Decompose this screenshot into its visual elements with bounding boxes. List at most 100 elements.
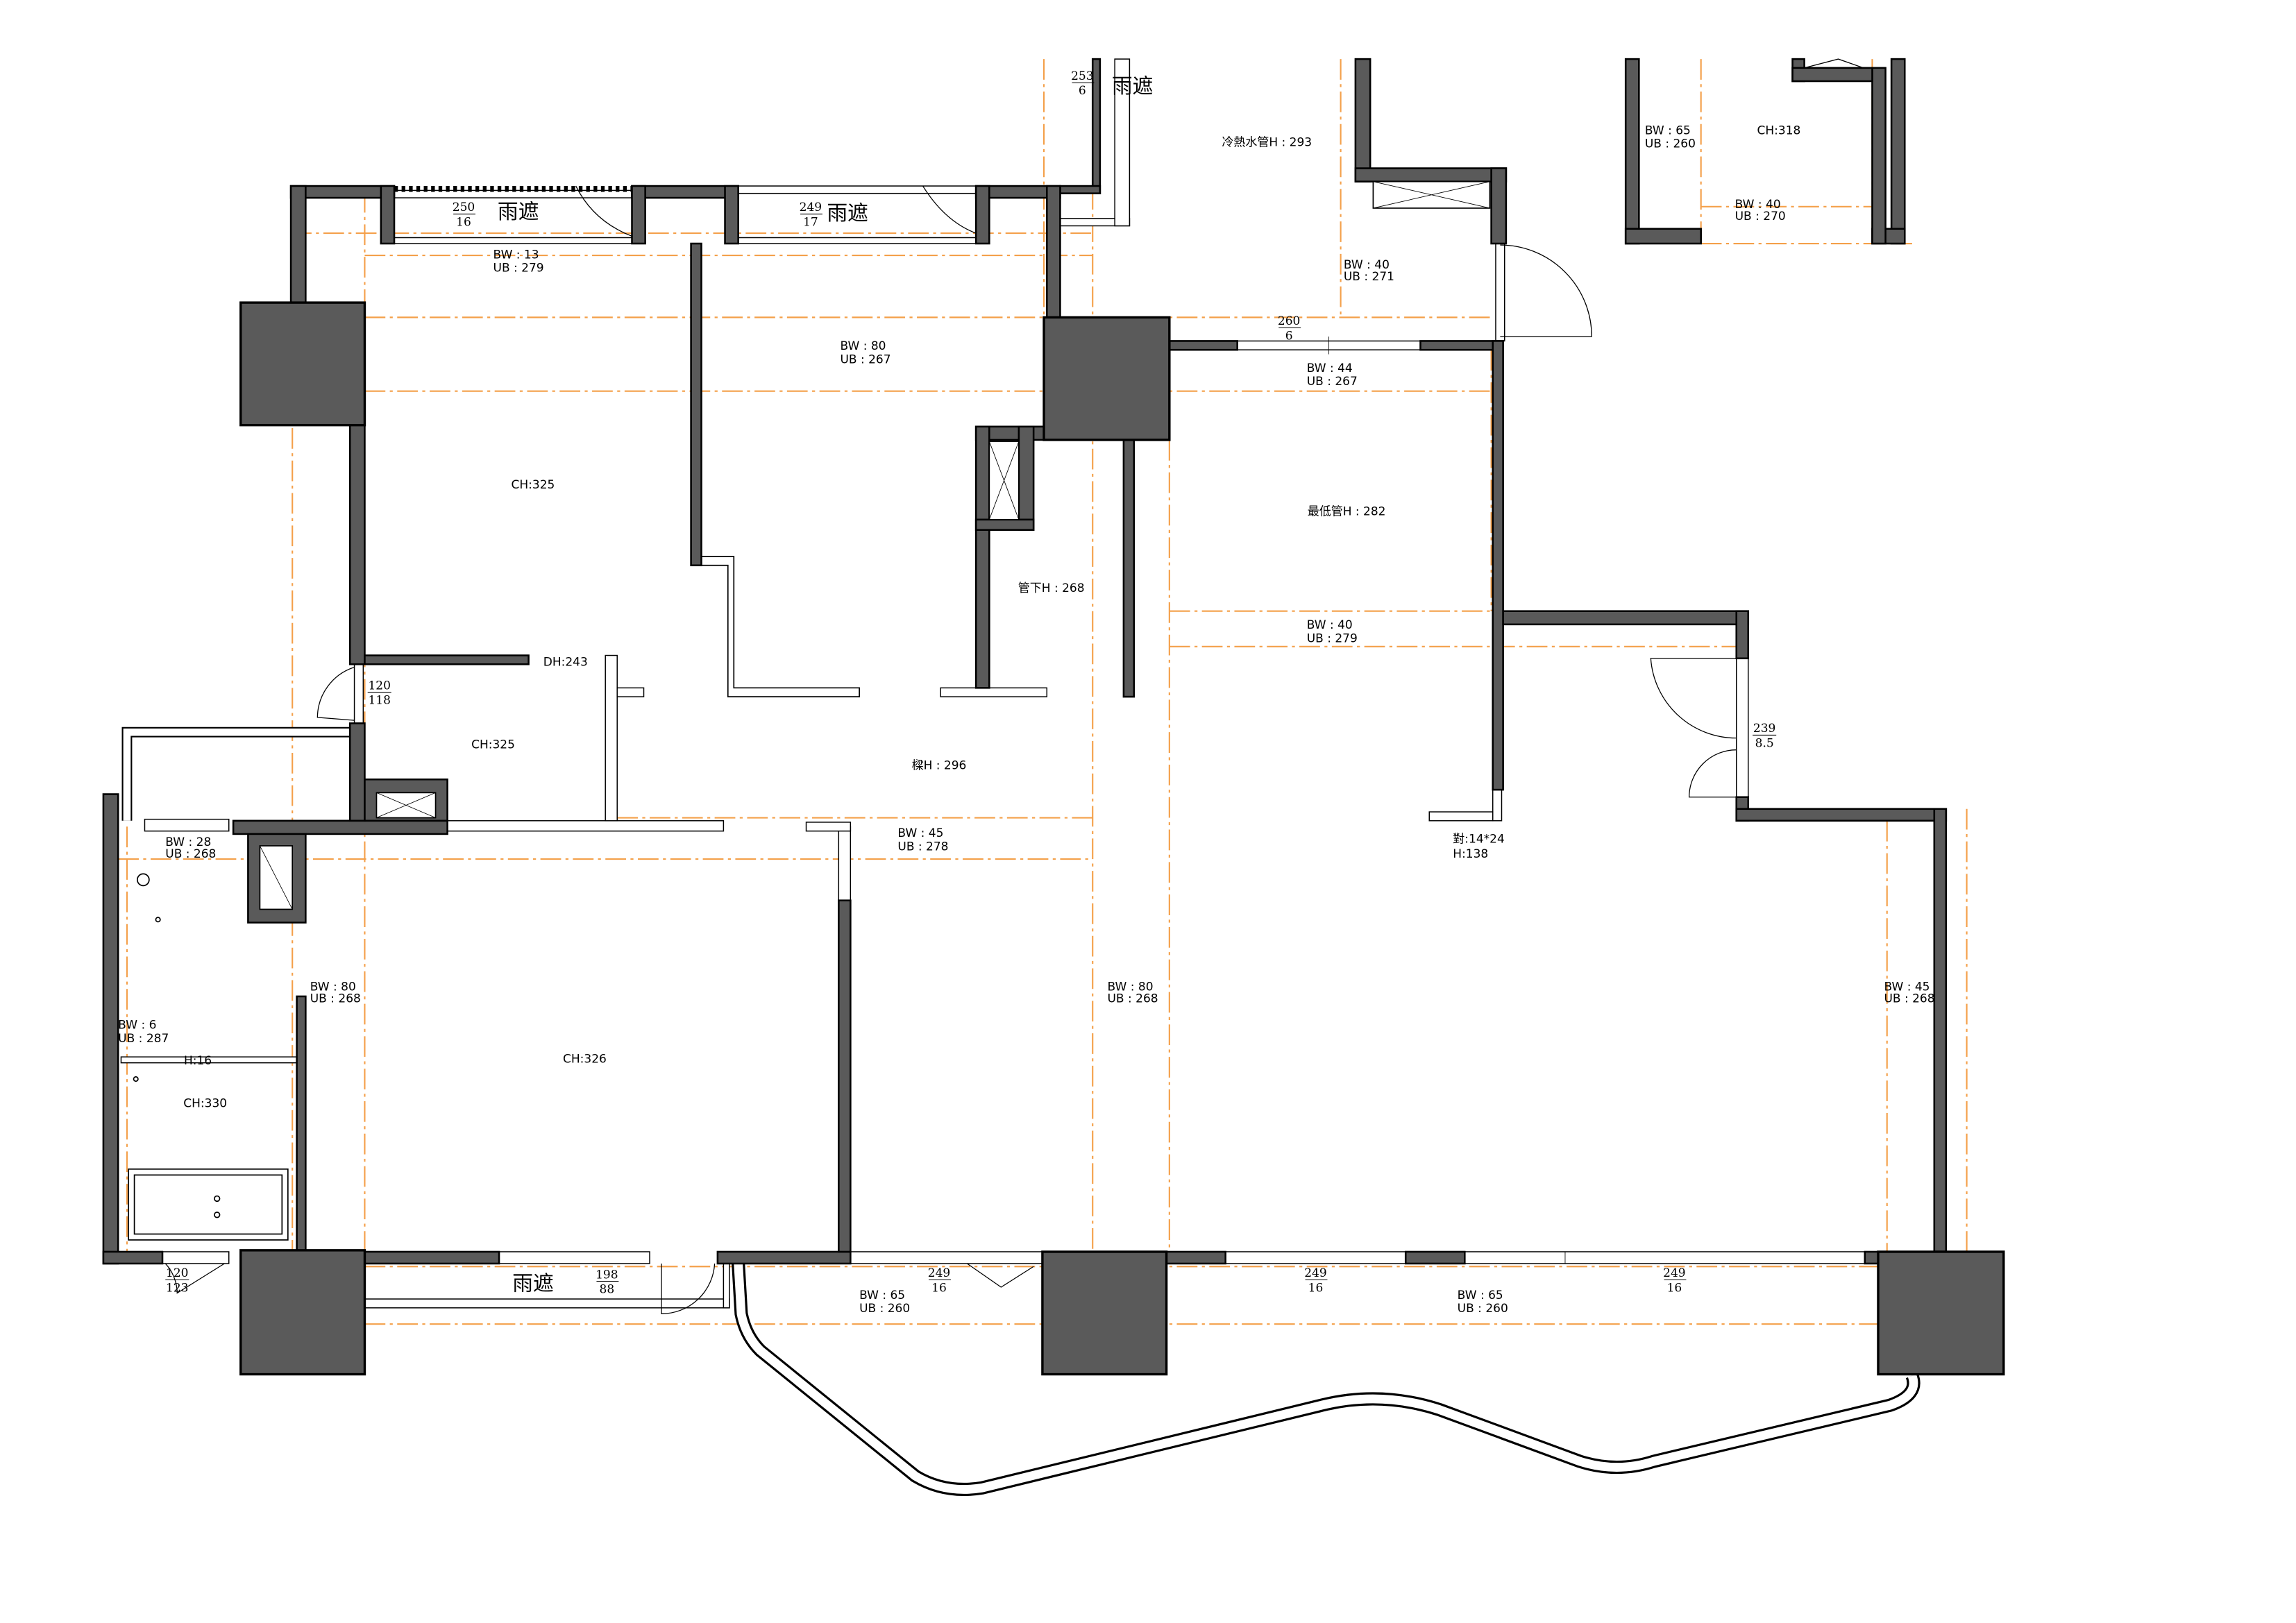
opening-width: 250 [453, 201, 475, 214]
windows [120, 58, 1866, 1264]
opening-width: 120 [368, 679, 390, 692]
wall-segment [974, 518, 1035, 531]
beam-width: BW : 28 [165, 835, 211, 849]
shaft-hatch [988, 441, 1020, 520]
wall-segment [1933, 808, 1948, 1253]
window-sill [737, 237, 977, 244]
tub-fitting [214, 1195, 221, 1203]
door-height-label: DH:243 [543, 655, 588, 669]
structural-column [1877, 1250, 2005, 1376]
wall-segment [348, 722, 366, 822]
walls [102, 58, 1948, 1265]
bath-fixtures [128, 873, 289, 1241]
canopy-labels: 雨遮 雨遮 雨遮 雨遮 [498, 74, 1154, 1295]
wall-segment [296, 995, 307, 1253]
opening-width: 120 [166, 1266, 188, 1280]
wall-segment [716, 1250, 852, 1265]
opening-width: 239 [1753, 722, 1775, 736]
beam-width: BW : 44 [1307, 362, 1353, 375]
wall-segment [1864, 1250, 1880, 1265]
beam-underside: UB : 271 [1344, 270, 1394, 284]
balcony-edge-inner [123, 728, 355, 821]
ceiling-height-label: CH:330 [183, 1096, 227, 1110]
door-swing [316, 666, 355, 721]
beam-height-label: 樑H : 296 [912, 758, 967, 772]
beam-underside: UB : 268 [165, 847, 216, 861]
beam-width: BW : 65 [1645, 124, 1691, 138]
wall-segment [1890, 58, 1906, 245]
beam-width: BW : 40 [1344, 258, 1390, 272]
opening-depth: 6 [1285, 329, 1293, 343]
beam-underside: UB : 278 [897, 840, 948, 853]
wall-segment [1735, 808, 1948, 822]
door-swing [575, 185, 632, 237]
opening-depth: 16 [456, 215, 471, 229]
wall-segment [1018, 425, 1035, 531]
wall-segment [380, 185, 396, 245]
beam-width: BW : 40 [1307, 618, 1353, 632]
floor-drain [133, 1076, 139, 1082]
door-swing [1804, 58, 1864, 69]
opening-width: 198 [596, 1268, 618, 1282]
partition [446, 820, 725, 832]
door-frame [1495, 243, 1505, 342]
window-sill [394, 237, 633, 244]
door-swing [1500, 244, 1592, 337]
partition [1492, 789, 1503, 822]
window [162, 1251, 230, 1264]
window [498, 1251, 650, 1264]
wall-segment [364, 1250, 500, 1265]
pipe-height-label: 最低管H : 282 [1308, 504, 1386, 518]
wall-segment [631, 185, 646, 245]
wall-segment [1059, 185, 1101, 194]
wall-segment [1354, 167, 1508, 182]
window [1464, 1251, 1866, 1264]
window [737, 185, 977, 194]
wall-segment [1871, 67, 1886, 245]
beam-width: BW : 80 [1107, 980, 1153, 994]
balcony-edge [121, 726, 355, 821]
structural-column [239, 301, 366, 427]
partition [353, 663, 364, 724]
shaft-hatch [260, 845, 293, 910]
beam-underside: UB : 279 [493, 261, 544, 275]
partition [838, 826, 852, 901]
wall-segment [1165, 1250, 1226, 1265]
structural-column [1041, 1250, 1168, 1376]
fixture-size-label: 對:14*24 [1453, 833, 1505, 847]
step-height-label: H:16 [184, 1054, 212, 1068]
window [850, 1251, 1043, 1264]
wall-segment [690, 242, 702, 567]
opening-depth: 88 [600, 1283, 615, 1297]
beam-width: BW : 45 [1884, 980, 1930, 994]
wall-segment [1404, 1250, 1466, 1265]
opening-labels: 253 6 250 16 249 17 260 6 120 118 239 8.… [166, 69, 1775, 1297]
ramp-lines [967, 1263, 1034, 1288]
opening-depth: 16 [931, 1281, 947, 1295]
opening-depth: 8.5 [1755, 736, 1774, 750]
partition [940, 687, 1048, 697]
canopy-railing [723, 1263, 730, 1309]
balcony-railing [364, 1263, 1921, 1497]
beam-underside: UB : 260 [1458, 1302, 1508, 1316]
beam-underside: UB : 267 [840, 352, 890, 366]
door-swing [1650, 658, 1737, 739]
opening-depth: 16 [1667, 1281, 1682, 1295]
wall-segment [838, 899, 852, 1253]
wall-segment [724, 185, 739, 245]
ceiling-height-label: CH:318 [1757, 124, 1801, 138]
fixture-height-label: H:138 [1453, 847, 1488, 861]
canopy-label: 雨遮 [498, 200, 539, 224]
wall-segment [1624, 58, 1640, 245]
beam-underside: UB : 287 [118, 1032, 169, 1046]
wall-segment [1091, 58, 1101, 194]
structural-column [1043, 316, 1171, 441]
beam-width: BW : 45 [897, 826, 943, 840]
pipe-height-label: 冷熱水管H : 293 [1222, 136, 1312, 150]
beam-underside: UB : 270 [1735, 210, 1786, 223]
beam-width: BW : 80 [840, 339, 886, 353]
pipe-height-label: 管下H : 268 [1018, 581, 1085, 595]
opening-width: 249 [928, 1266, 950, 1280]
opening-width: 249 [1663, 1266, 1685, 1280]
